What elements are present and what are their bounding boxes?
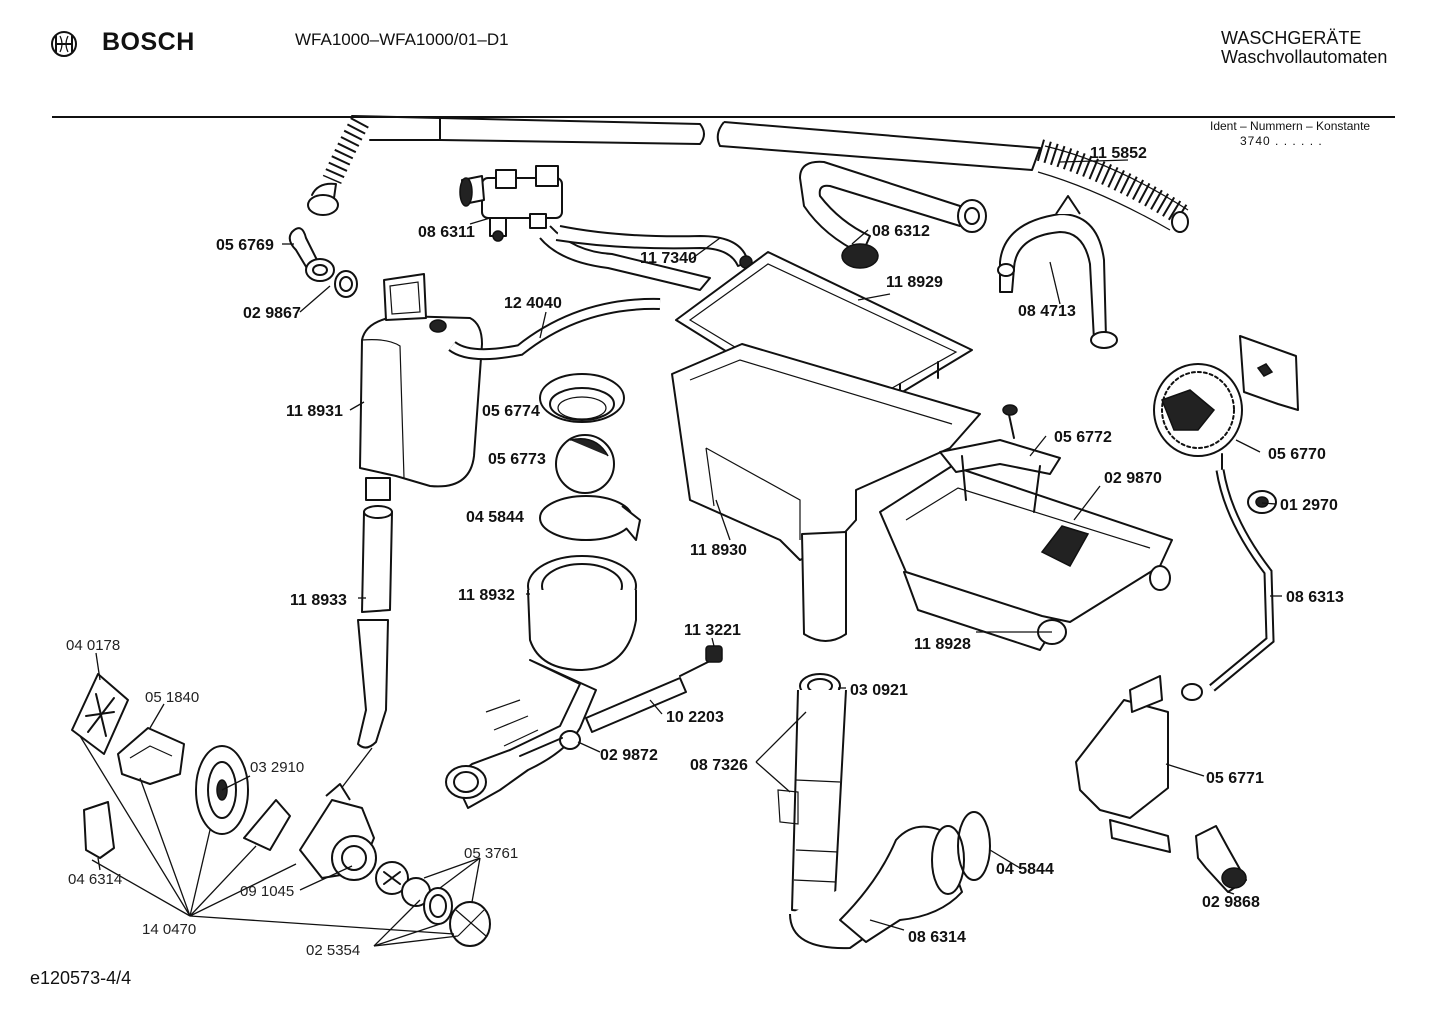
label-11-8931: 11 8931 — [286, 403, 343, 420]
drain-pump-09-1045 — [299, 783, 409, 895]
label-05-3761: 05 3761 — [464, 845, 518, 862]
label-04-0178: 04 0178 — [66, 637, 120, 654]
label-02-5354: 02 5354 — [306, 942, 360, 959]
label-10-2203: 10 2203 — [666, 709, 724, 726]
ring-01-2970 — [1247, 490, 1277, 514]
chamber-11-8931 — [359, 273, 483, 501]
category-subtitle: Waschvollautomaten — [1221, 47, 1388, 67]
dispenser-housing-11-8930 — [671, 343, 981, 642]
hose-11-8933 — [339, 505, 393, 791]
sensor-02-9868 — [1195, 825, 1247, 893]
fan-04-0178 — [71, 673, 129, 755]
label-05-6774: 05 6774 — [482, 403, 540, 420]
sump-11-8932 — [445, 555, 637, 809]
model-number: WFA1000–WFA1000/01–D1 — [295, 30, 509, 49]
dispenser-hose-08-6312 — [799, 160, 987, 269]
detergent-drawer-11-8928 — [879, 465, 1173, 651]
bracket-04-6314 — [83, 801, 115, 859]
label-08-6311: 08 6311 — [418, 224, 475, 241]
bracket-05-6772 — [939, 404, 1061, 513]
label-14-0470: 14 0470 — [142, 921, 196, 938]
label-11-7340: 11 7340 — [640, 250, 697, 267]
pressure-chamber-05-6771 — [1075, 675, 1203, 853]
label-05-6773: 05 6773 — [488, 451, 546, 468]
inlet-hose-11-5852 — [307, 115, 1189, 233]
label-03-2910: 03 2910 — [250, 759, 304, 776]
leader-lines — [79, 159, 1282, 947]
elbow-05-6769 — [288, 227, 358, 298]
ball-05-6773 — [555, 434, 615, 494]
label-08-6312: 08 6312 — [872, 223, 930, 240]
label-02-9867: 02 9867 — [243, 305, 301, 322]
category-title: WASCHGERÄTE — [1221, 28, 1362, 48]
label-11-8929: 11 8929 — [886, 274, 943, 291]
hose-11-7340 — [539, 225, 753, 291]
ident-label: Ident – Nummern – Konstante — [1210, 119, 1371, 133]
label-08-4713: 08 4713 — [1018, 303, 1076, 320]
part-labels: 11 5852 08 6311 08 6312 05 6769 11 7340 … — [66, 145, 1344, 959]
label-05-6770: 05 6770 — [1268, 446, 1326, 463]
ident-value: 3740 . . . . . . — [1240, 134, 1323, 148]
label-08-6314: 08 6314 — [908, 929, 966, 946]
label-04-6314: 04 6314 — [68, 871, 122, 888]
bosch-logo-icon — [51, 31, 77, 57]
seal-05-6774 — [539, 373, 625, 423]
label-11-8933: 11 8933 — [290, 592, 347, 609]
label-08-7326: 08 7326 — [690, 757, 748, 774]
filter-cover — [243, 799, 291, 851]
label-11-8932: 11 8932 — [458, 587, 515, 604]
clamp-ring-04-5844-top — [539, 495, 641, 541]
label-02-9870: 02 9870 — [1104, 470, 1162, 487]
capacitor-05-1840 — [117, 727, 185, 785]
label-04-5844-top: 04 5844 — [466, 509, 524, 526]
label-11-3221: 11 3221 — [684, 622, 741, 639]
label-12-4040: 12 4040 — [504, 295, 562, 312]
label-03-0921: 03 0921 — [850, 682, 908, 699]
label-11-8928: 11 8928 — [914, 636, 971, 653]
cap-02-5354 — [449, 901, 491, 947]
footer-reference: e120573-4/4 — [30, 968, 132, 988]
fitting-02-9872 — [519, 730, 581, 757]
label-11-5852: 11 5852 — [1090, 145, 1147, 162]
pressure-switch-05-6770 — [1153, 335, 1299, 471]
label-08-6313: 08 6313 — [1286, 589, 1344, 606]
hose-clip-08-4713 — [997, 195, 1118, 349]
label-05-6771: 05 6771 — [1206, 770, 1264, 787]
label-11-8930: 11 8930 — [690, 542, 747, 559]
brand-name: BOSCH — [102, 28, 195, 56]
label-05-6772: 05 6772 — [1054, 429, 1112, 446]
label-01-2970: 01 2970 — [1280, 497, 1338, 514]
label-05-1840: 05 1840 — [145, 689, 199, 706]
solenoid-valve-08-6311 — [459, 165, 563, 242]
label-02-9868: 02 9868 — [1202, 894, 1260, 911]
label-04-5844-bottom: 04 5844 — [996, 861, 1054, 878]
label-05-6769: 05 6769 — [216, 237, 274, 254]
label-02-9872: 02 9872 — [600, 747, 658, 764]
label-09-1045: 09 1045 — [240, 883, 294, 900]
seal-05-3761 — [401, 877, 453, 925]
elbow-hose-08-6314 — [839, 811, 991, 943]
